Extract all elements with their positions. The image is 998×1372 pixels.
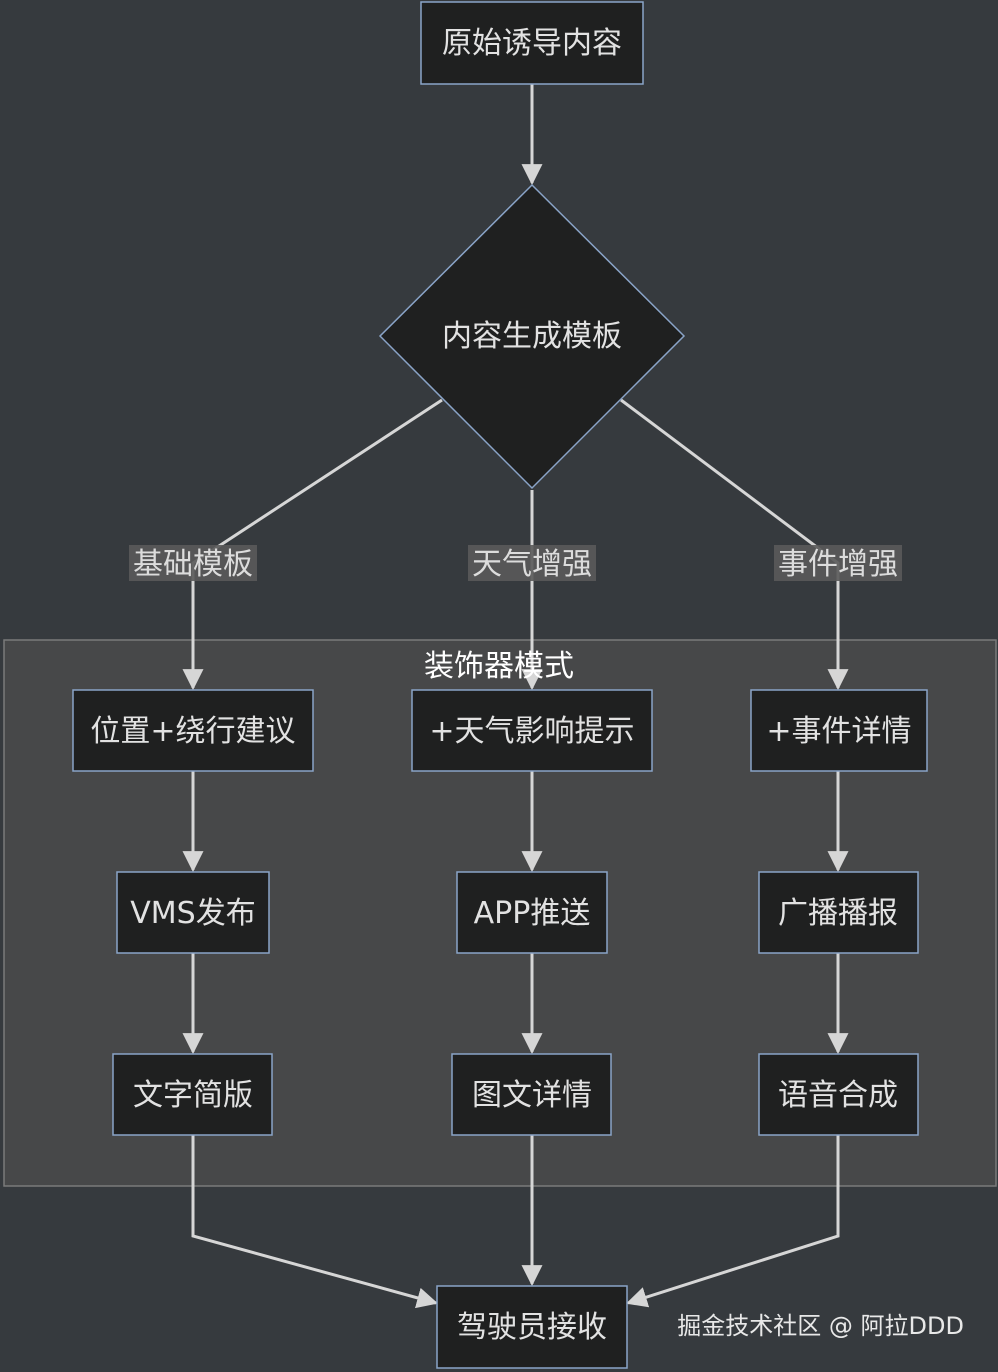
node-broadcast: 广播播报	[758, 871, 919, 954]
edge-label-weather: 天气增强	[468, 545, 596, 582]
node-broadcast-label: 广播播报	[778, 896, 898, 931]
node-tts: 语音合成	[758, 1053, 919, 1136]
edge-label-basic-text: 基础模板	[133, 547, 253, 582]
edges	[182, 84, 849, 1309]
node-weather: +天气影响提示	[411, 689, 653, 772]
node-origin: 原始诱导内容	[420, 1, 644, 85]
node-app: APP推送	[456, 871, 608, 954]
node-location-label: 位置+绕行建议	[90, 714, 295, 749]
node-vms: VMS发布	[116, 871, 270, 954]
node-event-label: +事件详情	[766, 714, 911, 749]
node-template-decision: 内容生成模板	[378, 183, 686, 490]
edge-label-basic: 基础模板	[129, 545, 257, 582]
edge-label-weather-text: 天气增强	[472, 547, 592, 582]
cluster-title: 装饰器模式	[424, 649, 574, 684]
node-driver: 驾驶员接收	[436, 1285, 628, 1369]
node-weather-label: +天气影响提示	[429, 714, 634, 749]
node-origin-label: 原始诱导内容	[442, 26, 622, 61]
node-tts-label: 语音合成	[778, 1078, 898, 1113]
edge-tts-driver	[625, 1135, 840, 1308]
edge-text-driver	[191, 1135, 439, 1309]
edge-label-event: 事件增强	[774, 545, 902, 582]
node-event: +事件详情	[750, 689, 928, 772]
node-rich-detail: 图文详情	[451, 1053, 612, 1136]
node-text-brief: 文字简版	[112, 1053, 273, 1136]
node-template-label: 内容生成模板	[442, 319, 622, 354]
node-location: 位置+绕行建议	[72, 689, 314, 772]
edge-label-event-text: 事件增强	[778, 547, 898, 582]
watermark: 掘金技术社区 @ 阿拉DDD	[677, 1312, 964, 1340]
node-rich-detail-label: 图文详情	[472, 1078, 592, 1113]
node-driver-label: 驾驶员接收	[457, 1310, 607, 1345]
node-vms-label: VMS发布	[130, 896, 255, 931]
node-app-label: APP推送	[474, 896, 591, 931]
node-text-brief-label: 文字简版	[133, 1078, 253, 1113]
